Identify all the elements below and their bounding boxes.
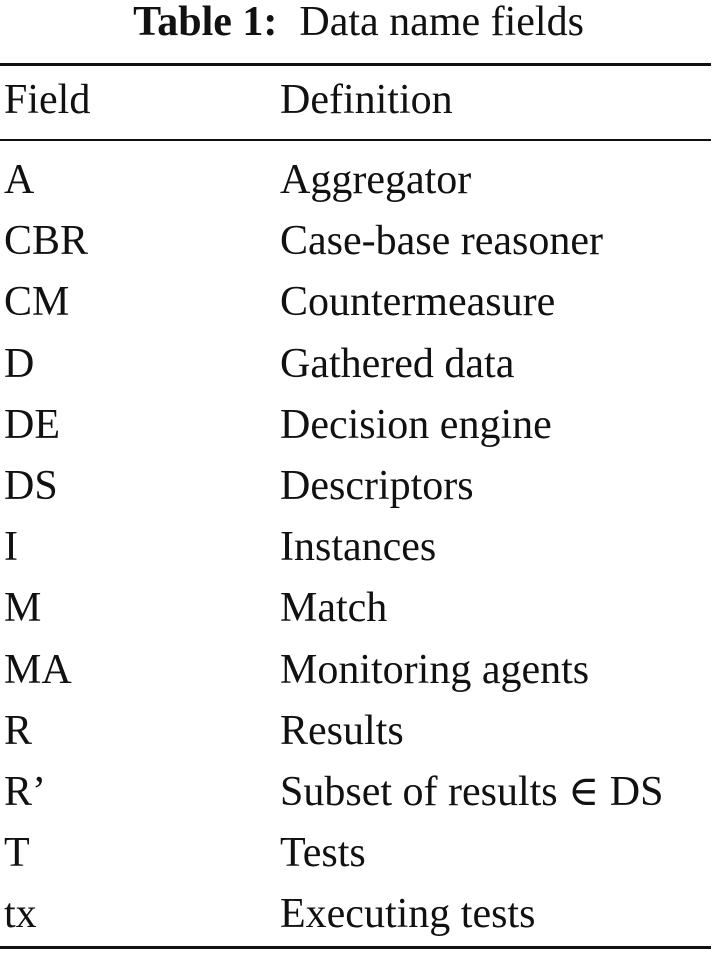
table-header-row: Field Definition	[0, 70, 711, 134]
field-cell: I	[4, 524, 18, 571]
definition-cell: Results	[280, 707, 404, 754]
table-row: MA Monitoring agents	[0, 640, 711, 701]
field-cell: D	[4, 340, 35, 387]
field-cell: M	[4, 585, 42, 632]
definition-cell: Countermeasure	[280, 279, 556, 326]
field-cell: CBR	[4, 218, 89, 265]
field-cell: DE	[4, 401, 60, 448]
table-caption: Table 1: Data name fields	[0, 0, 717, 56]
field-cell: CM	[4, 279, 70, 326]
field-cell: A	[4, 157, 35, 203]
field-cell: R’	[4, 768, 46, 815]
column-header-definition: Definition	[280, 77, 453, 123]
table-body: A Aggregator CBR Case-base reasoner CM C…	[0, 150, 711, 945]
definition-cell: Tests	[280, 830, 366, 877]
field-cell: DS	[4, 462, 58, 509]
field-cell: R	[4, 707, 33, 754]
definition-cell: Aggregator	[280, 157, 472, 203]
table-bottom-rule	[0, 946, 711, 949]
table-row: A Aggregator	[0, 150, 711, 211]
table-row: R Results	[0, 701, 711, 762]
definition-cell: Gathered data	[280, 340, 515, 387]
table-row: DE Decision engine	[0, 395, 711, 456]
definition-cell: Monitoring agents	[280, 646, 590, 693]
table-row: DS Descriptors	[0, 456, 711, 517]
table-caption-label: Table 1:	[133, 0, 278, 45]
definition-cell: Decision engine	[280, 401, 552, 448]
table-row: M Match	[0, 578, 711, 639]
table-header-rule	[0, 139, 711, 141]
table-row: CBR Case-base reasoner	[0, 211, 711, 272]
definition-cell: Executing tests	[280, 891, 536, 938]
field-cell: MA	[4, 646, 72, 693]
definition-cell: Match	[280, 585, 388, 632]
field-cell: T	[4, 830, 30, 877]
definition-cell: Case-base reasoner	[280, 218, 603, 265]
table-row: T Tests	[0, 823, 711, 884]
definition-cell: Instances	[280, 524, 437, 571]
table-row: tx Executing tests	[0, 884, 711, 945]
field-cell: tx	[4, 891, 37, 938]
definition-cell: Descriptors	[280, 462, 474, 509]
table-row: I Instances	[0, 517, 711, 578]
table-row: D Gathered data	[0, 334, 711, 395]
column-header-field: Field	[4, 77, 91, 123]
table-caption-title: Data name fields	[299, 0, 584, 45]
definition-cell: Subset of results ∈ DS	[280, 768, 664, 815]
table-top-rule	[0, 63, 711, 66]
table-row: CM Countermeasure	[0, 272, 711, 333]
table-row: R’ Subset of results ∈ DS	[0, 762, 711, 823]
